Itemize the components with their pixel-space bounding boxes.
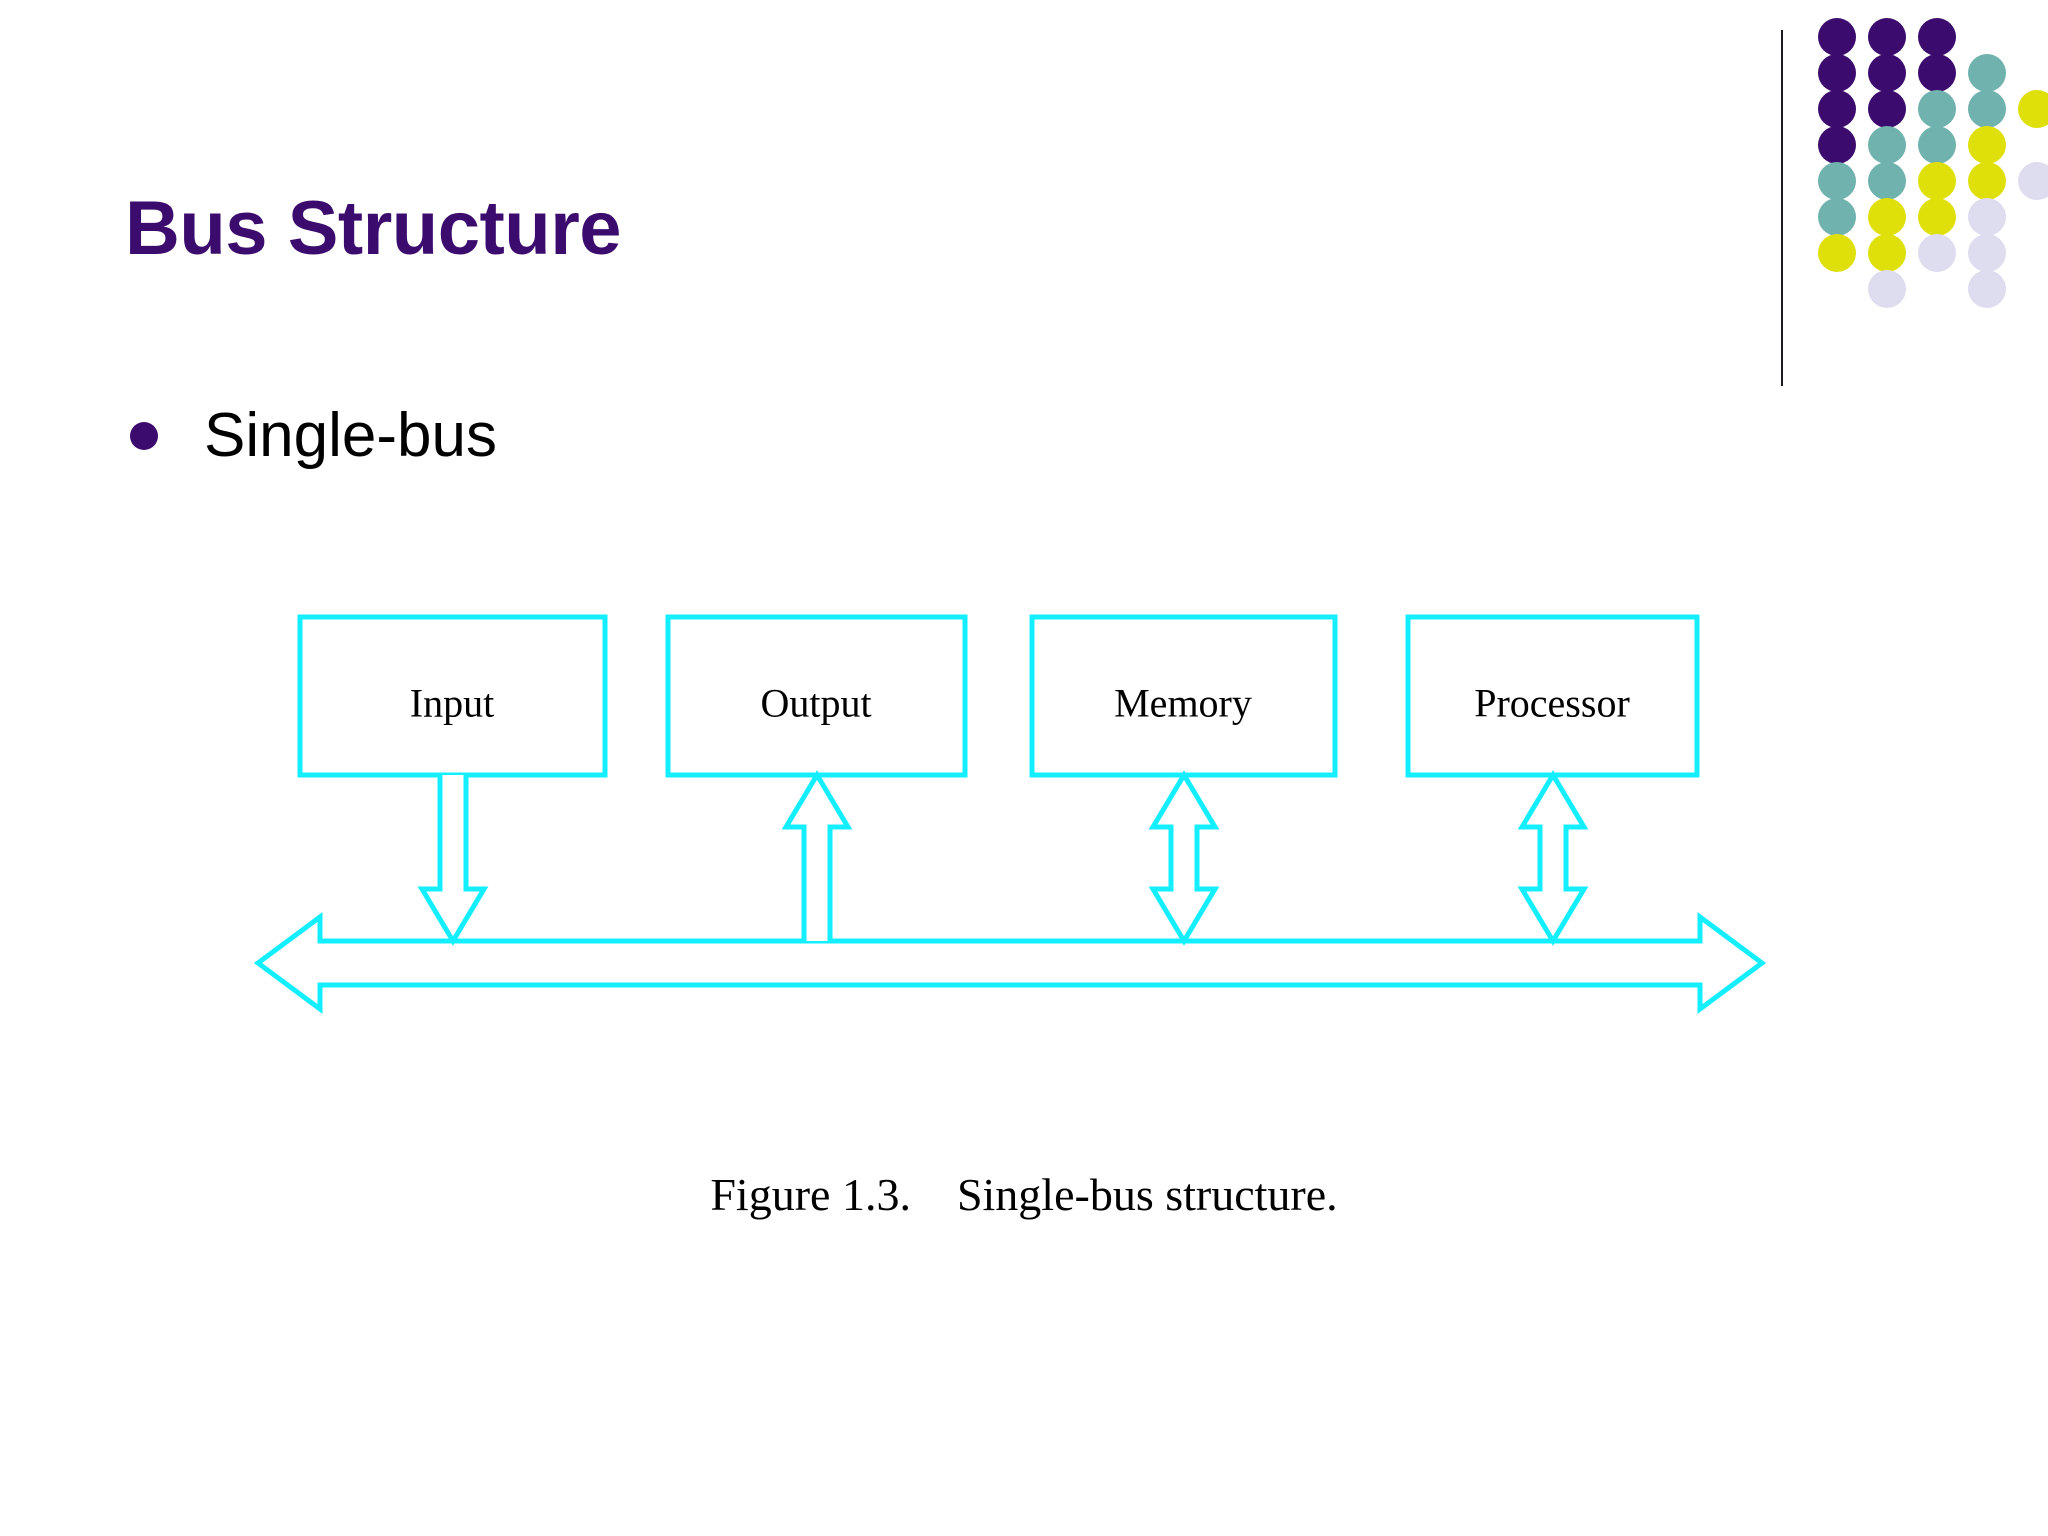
dot-grid-logo xyxy=(1818,18,2048,308)
logo-dot-teal xyxy=(1868,162,1906,200)
logo-dot-yellow xyxy=(1868,234,1906,272)
logo-dot-teal xyxy=(1968,90,2006,128)
logo-dot-yellow xyxy=(1818,234,1856,272)
box-label-input: Input xyxy=(409,680,495,726)
logo-dot-lavender xyxy=(1918,234,1956,272)
logo-dot-purple xyxy=(1918,54,1956,92)
figure-caption: Figure 1.3. Single-bus structure. xyxy=(710,1169,1338,1220)
bullet-item-single-bus: Single-bus xyxy=(130,405,497,467)
logo-dot-lavender xyxy=(1968,234,2006,272)
logo-dot-teal xyxy=(1918,90,1956,128)
logo-divider-line xyxy=(1781,30,1783,386)
logo-dot-yellow xyxy=(1968,162,2006,200)
logo-dot-lavender xyxy=(1868,270,1906,308)
logo-dot-purple xyxy=(1868,54,1906,92)
logo-dot-lavender xyxy=(1968,198,2006,236)
logo-dot-yellow xyxy=(1918,198,1956,236)
logo-dot-purple xyxy=(1818,54,1856,92)
bullet-dot-icon xyxy=(130,422,158,450)
box-label-output: Output xyxy=(760,680,872,726)
logo-dot-yellow xyxy=(1918,162,1956,200)
logo-dot-yellow xyxy=(1868,198,1906,236)
logo-dot-purple xyxy=(1918,18,1956,56)
logo-dot-yellow xyxy=(2018,90,2048,128)
connector-input xyxy=(417,775,489,946)
logo-dot-purple xyxy=(1818,90,1856,128)
page-title: Bus Structure xyxy=(125,186,622,271)
logo-dot-teal xyxy=(1818,162,1856,200)
connector-processor xyxy=(1517,770,1589,946)
logo-dot-lavender xyxy=(1968,270,2006,308)
logo-dot-yellow xyxy=(1968,126,2006,164)
connector-output xyxy=(781,770,853,941)
box-label-processor: Processor xyxy=(1474,680,1630,726)
logo-dot-teal xyxy=(1868,126,1906,164)
logo-dot-lavender xyxy=(2018,162,2048,200)
logo-dot-purple xyxy=(1868,90,1906,128)
logo-dot-teal xyxy=(1918,126,1956,164)
logo-dot-purple xyxy=(1868,18,1906,56)
bullet-item-label: Single-bus xyxy=(204,401,497,470)
logo-dot-teal xyxy=(1968,54,2006,92)
logo-dot-purple xyxy=(1818,18,1856,56)
logo-dot-purple xyxy=(1818,126,1856,164)
bus-line-arrow xyxy=(253,912,1767,1014)
box-label-memory: Memory xyxy=(1114,680,1252,726)
connector-memory xyxy=(1148,770,1220,946)
logo-dot-teal xyxy=(1818,198,1856,236)
